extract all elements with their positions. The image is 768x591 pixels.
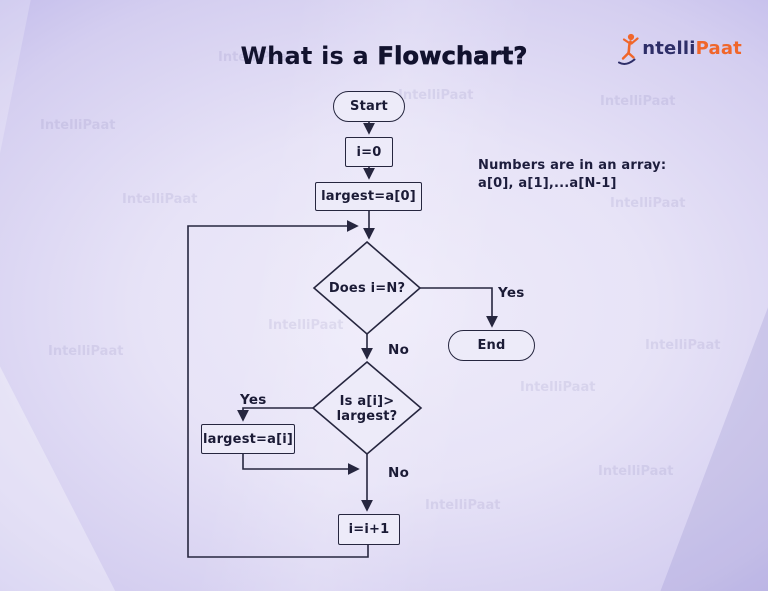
watermark-text: IntelliPaat [600,94,676,109]
decision-does-i-equals-n-label: Does i=N? [328,281,406,296]
intellipaat-logo: ntelliPaat [616,32,742,65]
title-regular: What is a [240,42,378,70]
connector-update-to-mainline [242,454,360,475]
watermark-text: IntelliPaat [398,88,474,103]
decision-is-ai-greater-label: Is a[i]> largest? [307,394,427,424]
increment-node: i=i+1 [338,514,400,545]
logo-text-paat: Paat [695,37,742,59]
watermark-text: IntelliPaat [122,192,198,207]
array-note: Numbers are in an array: a[0], a[1],...a… [478,157,666,193]
largest-ai-node: largest=a[i] [201,424,295,454]
branch-label-yes-end: Yes [498,285,525,301]
connector-loop-back [187,220,369,558]
watermark-text: IntelliPaat [610,196,686,211]
start-node: Start [333,91,405,122]
branch-label-no-skip: No [388,465,410,481]
watermark-text: IntelliPaat [48,344,124,359]
end-node: End [448,330,535,361]
branch-label-yes-update: Yes [240,392,267,408]
watermark-text: IntelliPaat [425,498,501,513]
decision-is-ai-greater-line2: largest? [336,409,398,424]
jumping-person-icon [618,33,639,65]
logo-text-ntelli: ntelli [642,37,696,59]
init-node: i=0 [345,137,393,167]
watermark-text: IntelliPaat [268,318,344,333]
array-note-line1: Numbers are in an array: [478,158,667,173]
largest-a0-node: largest=a[0] [315,182,422,211]
branch-label-no-continue: No [388,342,410,358]
connector-check2-yes-to-update [237,407,313,422]
array-note-line2: a[0], a[1],...a[N-1] [478,176,617,191]
connector-check-yes-to-end [420,287,498,328]
watermark-text: IntelliPaat [598,464,674,479]
decision-is-ai-greater-line1: Is a[i]> [339,394,395,409]
title-bold: Flowchart? [377,42,528,71]
watermark-text: IntelliPaat [520,380,596,395]
watermark-text: IntelliPaat [40,118,116,133]
page-title: What is a Flowchart? [0,42,768,71]
watermark-text: IntelliPaat [645,338,721,353]
